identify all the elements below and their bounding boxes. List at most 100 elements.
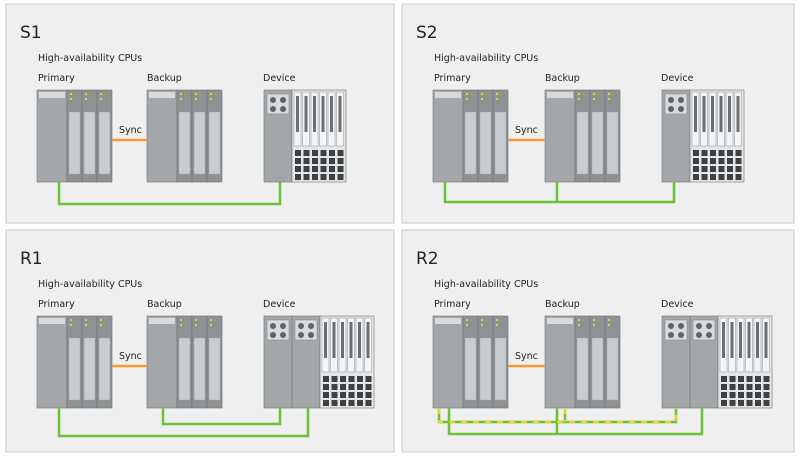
- panel-subtitle: High-availability CPUs: [434, 279, 538, 290]
- device-terminal-hole: [320, 150, 327, 156]
- cpu-power-module: [432, 89, 464, 183]
- cpu-top-strip: [39, 92, 65, 98]
- device-terminal-hole: [337, 166, 344, 172]
- backup-cpu: [146, 89, 223, 183]
- status-led: [578, 324, 580, 326]
- status-led: [578, 98, 580, 100]
- device-io-terminal: [313, 96, 316, 132]
- status-led: [481, 93, 483, 95]
- label-primary: Primary: [38, 73, 75, 84]
- device-terminal-hole: [329, 174, 335, 180]
- label-device: Device: [263, 299, 296, 310]
- cpu-power-module: [36, 89, 68, 183]
- backup-cpu: [544, 89, 621, 183]
- device-port-block: [266, 319, 290, 341]
- device-terminal-hole: [701, 166, 708, 172]
- device-terminal-hole: [735, 158, 742, 164]
- device-terminal-hole: [348, 376, 355, 382]
- device-terminal-hole: [721, 384, 727, 390]
- label-device: Device: [661, 73, 694, 84]
- device-terminal-hole: [727, 166, 733, 172]
- device-io-terminal: [296, 96, 299, 132]
- panel-title: S2: [416, 23, 438, 43]
- device-terminal-hole: [357, 384, 363, 390]
- device-io-terminal: [694, 96, 697, 132]
- device-terminal-hole: [312, 174, 318, 180]
- status-led: [496, 98, 498, 100]
- device-port: [280, 97, 286, 103]
- device-port-block: [294, 319, 318, 341]
- cpu-power-module: [146, 89, 178, 183]
- cpu-power-module: [544, 89, 576, 183]
- status-led: [500, 93, 502, 95]
- cpu-power-module: [146, 315, 178, 409]
- status-led: [180, 98, 182, 100]
- cpu-io-front: [591, 337, 604, 401]
- device-terminal-hole: [348, 384, 355, 390]
- status-led: [100, 93, 102, 95]
- device-terminal-hole: [721, 376, 727, 382]
- panel-title: S1: [20, 23, 42, 43]
- device: [661, 315, 773, 409]
- device-terminal-hole: [303, 166, 310, 172]
- device-terminal-hole: [729, 392, 736, 398]
- cpu-io-front: [208, 337, 221, 401]
- cpu-io-front: [68, 111, 81, 175]
- cpu-io-front: [178, 337, 191, 401]
- device-terminal-hole: [312, 158, 318, 164]
- device-terminal-hole: [320, 166, 327, 172]
- status-led: [100, 324, 102, 326]
- status-led: [597, 93, 599, 95]
- device-port: [270, 106, 276, 112]
- device-terminal-hole: [701, 174, 708, 180]
- device-terminal-hole: [727, 150, 733, 156]
- primary-cpu: [432, 89, 509, 183]
- status-led: [582, 319, 584, 321]
- status-led: [500, 319, 502, 321]
- device-terminal-hole: [340, 376, 346, 382]
- label-backup: Backup: [545, 73, 580, 84]
- status-led: [214, 319, 216, 321]
- cpu-io-front: [208, 111, 221, 175]
- status-led: [210, 319, 212, 321]
- device-io-terminal: [730, 322, 734, 358]
- device-port: [668, 106, 674, 112]
- device-terminal-hole: [729, 376, 736, 382]
- status-led: [593, 319, 595, 321]
- device-port: [270, 97, 276, 103]
- device-port-block: [664, 93, 688, 115]
- status-led: [608, 324, 610, 326]
- status-led: [608, 98, 610, 100]
- device-terminal-hole: [295, 158, 301, 164]
- status-led: [608, 93, 610, 95]
- device-terminal-hole: [331, 384, 338, 390]
- cpu-top-strip: [547, 92, 573, 98]
- device-terminal-hole: [738, 376, 744, 382]
- device-terminal-hole: [735, 174, 742, 180]
- cpu-io-front: [83, 337, 96, 401]
- status-led: [612, 93, 614, 95]
- cpu-io-front: [98, 337, 111, 401]
- status-led: [481, 319, 483, 321]
- cpu-top-strip: [39, 318, 65, 324]
- device-terminal-hole: [701, 158, 708, 164]
- device-port: [678, 332, 684, 338]
- status-led: [104, 319, 106, 321]
- device-terminal-hole: [710, 158, 716, 164]
- status-led: [104, 93, 106, 95]
- sync-label: Sync: [515, 351, 538, 362]
- device-terminal-hole: [710, 150, 716, 156]
- cpu-io-front: [464, 337, 477, 401]
- device-port: [668, 332, 674, 338]
- device-terminal-hole: [763, 392, 770, 398]
- device-terminal-hole: [323, 384, 329, 390]
- status-led: [578, 93, 580, 95]
- device-io-terminal: [341, 322, 344, 358]
- device-terminal-hole: [718, 166, 725, 172]
- network-line: [57, 408, 310, 438]
- status-led: [466, 319, 468, 321]
- device-port: [280, 332, 286, 338]
